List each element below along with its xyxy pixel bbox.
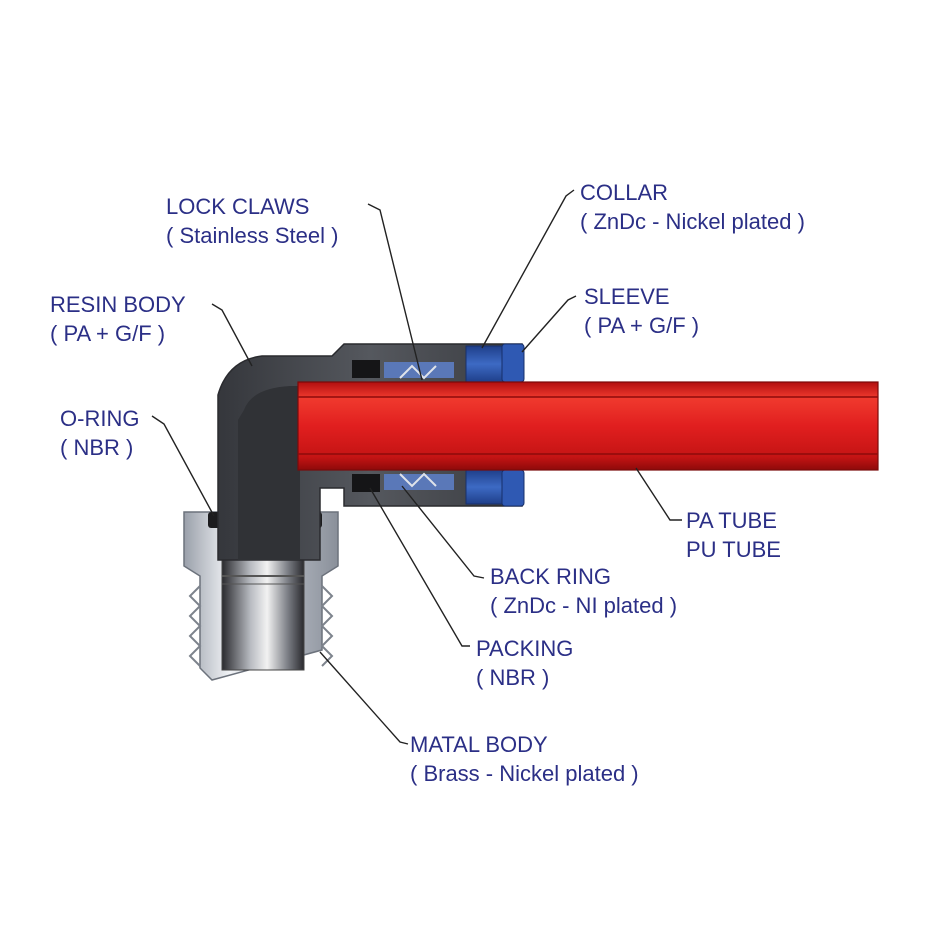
lock-claws — [352, 360, 454, 492]
resin-body-material: ( PA + G/F ) — [50, 321, 166, 346]
label-lock-claws: LOCK CLAWS ( Stainless Steel ) — [166, 192, 338, 250]
collar-name: COLLAR — [580, 180, 669, 205]
leader-sleeve — [521, 295, 577, 353]
sleeve-name: SLEEVE — [584, 284, 670, 309]
sleeve-material: ( PA + G/F ) — [584, 313, 700, 338]
leader-back-ring — [401, 485, 485, 579]
resin-body-name: RESIN BODY — [50, 292, 186, 317]
packing-name: PACKING — [476, 636, 574, 661]
inner-nut — [221, 559, 305, 671]
o-ring-material: ( NBR ) — [60, 435, 134, 460]
tube — [297, 381, 879, 471]
o-ring-name: O-RING — [60, 406, 140, 431]
lock-claws-material: ( Stainless Steel ) — [166, 223, 339, 248]
label-tube: PA TUBE PU TUBE — [686, 506, 781, 564]
tube-material: PU TUBE — [686, 537, 781, 562]
collar-material: ( ZnDc - Nickel plated ) — [580, 209, 805, 234]
label-sleeve: SLEEVE ( PA + G/F ) — [584, 282, 699, 340]
label-resin-body: RESIN BODY ( PA + G/F ) — [50, 290, 186, 348]
leader-metal-body — [319, 651, 409, 745]
metal-body-material: ( Brass - Nickel plated ) — [410, 761, 639, 786]
leader-lines — [151, 189, 682, 745]
leader-packing — [369, 487, 470, 647]
leader-resin-body — [211, 303, 253, 367]
back-ring-material: ( ZnDc - NI plated ) — [490, 593, 678, 618]
label-metal-body: MATAL BODY ( Brass - Nickel plated ) — [410, 730, 639, 788]
label-packing: PACKING ( NBR ) — [476, 634, 573, 692]
leader-collar — [481, 189, 575, 349]
label-o-ring: O-RING ( NBR ) — [60, 404, 139, 462]
leader-lock-claws — [367, 203, 423, 381]
metal-body-name: MATAL BODY — [410, 732, 548, 757]
leader-o-ring — [151, 415, 215, 517]
tube-name: PA TUBE — [686, 508, 777, 533]
label-back-ring: BACK RING ( ZnDc - NI plated ) — [490, 562, 677, 620]
packing-material: ( NBR ) — [476, 665, 550, 690]
leader-tube — [635, 467, 682, 521]
label-collar: COLLAR ( ZnDc - Nickel plated ) — [580, 178, 805, 236]
back-ring-name: BACK RING — [490, 564, 612, 589]
lock-claws-name: LOCK CLAWS — [166, 194, 310, 219]
